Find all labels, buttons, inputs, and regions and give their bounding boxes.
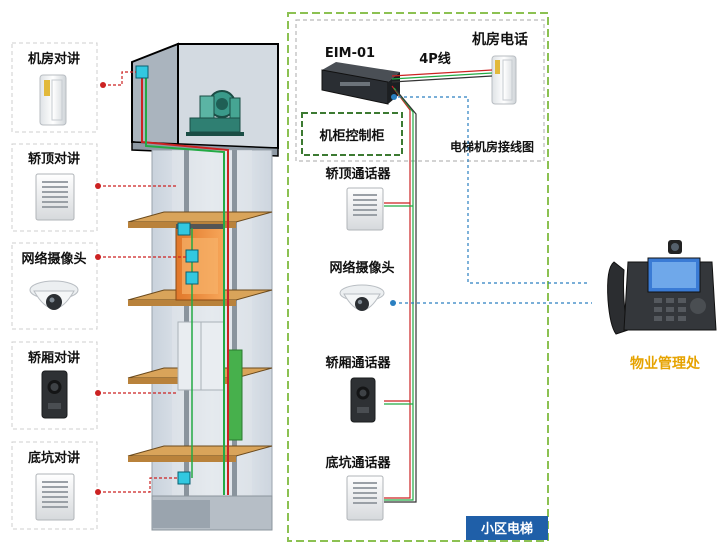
right-item-label: 轿厢通话器 (325, 355, 391, 371)
right-item-camera: 网络摄像头 (329, 260, 395, 311)
network-lines (393, 96, 592, 304)
black-intercom-icon (41, 370, 68, 419)
community-elevator-badge: 小区电梯 (466, 516, 548, 540)
cable-label: 4P线 (419, 51, 451, 67)
right-item-label: 网络摄像头 (329, 260, 394, 276)
left-item-label: 底坑对讲 (28, 450, 80, 466)
speaker-panel-icon (35, 473, 75, 521)
leader-dots (95, 82, 106, 495)
control-cabinet-frame (301, 112, 403, 156)
network-dots (390, 94, 397, 306)
right-item-car-top: 轿顶通话器 (325, 166, 391, 231)
left-item-label: 轿厢对讲 (28, 350, 80, 366)
shaft-device-markers (135, 65, 199, 485)
leader-lines (98, 71, 186, 493)
dashed-frame (11, 242, 98, 330)
left-item-camera: 网络摄像头 (11, 242, 98, 330)
left-item-pit: 底坑对讲 (11, 441, 98, 530)
eim-device-icon (321, 62, 400, 105)
management-phone-icon (607, 240, 717, 335)
dome-camera-icon (339, 284, 385, 311)
speaker-panel-icon (35, 173, 75, 221)
counterweight (227, 349, 243, 441)
left-item-label: 机房对讲 (28, 51, 80, 67)
black-intercom-icon (350, 377, 376, 423)
wiring-diagram-label: 电梯机房接线图 (450, 139, 534, 154)
eim-phone-cable (391, 69, 493, 83)
machine-room-frame (295, 19, 545, 162)
badge-label: 小区电梯 (481, 521, 533, 537)
speaker-panel-icon (346, 475, 384, 521)
control-cabinet-label: 机柜控制柜 (319, 128, 384, 144)
left-item-car-top: 轿顶对讲 (11, 143, 98, 232)
wall-phone-icon (39, 74, 67, 126)
elevator-shaft (95, 42, 279, 531)
left-item-label: 轿顶对讲 (28, 151, 80, 167)
machine-room-phone-label: 机房电话 (472, 31, 528, 48)
machine-room-side (131, 42, 179, 150)
community-elevator-frame (287, 12, 549, 542)
eim-device-label: EIM-01 (325, 46, 375, 61)
left-item-label: 网络摄像头 (21, 251, 86, 267)
dome-camera-icon (29, 280, 79, 310)
left-item-car: 轿厢对讲 (11, 341, 98, 430)
riser-cables (384, 85, 417, 503)
traction-machine-icon (186, 90, 244, 136)
dashed-frame (11, 441, 98, 530)
right-item-label: 底坑通话器 (325, 455, 391, 471)
elevator-car (175, 224, 225, 301)
management-label: 物业管理处 (630, 355, 701, 372)
dashed-frame (11, 42, 98, 133)
right-item-pit: 底坑通话器 (325, 455, 391, 521)
left-device-panel: 机房对讲 轿顶对讲 网络摄像头 (11, 42, 98, 530)
machine-room-phone-icon (491, 55, 517, 105)
right-item-car: 轿厢通话器 (325, 355, 391, 423)
dashed-frame (11, 341, 98, 430)
right-item-label: 轿顶通话器 (325, 166, 391, 182)
left-item-machine-room: 机房对讲 (11, 42, 98, 133)
speaker-panel-icon (346, 187, 384, 231)
